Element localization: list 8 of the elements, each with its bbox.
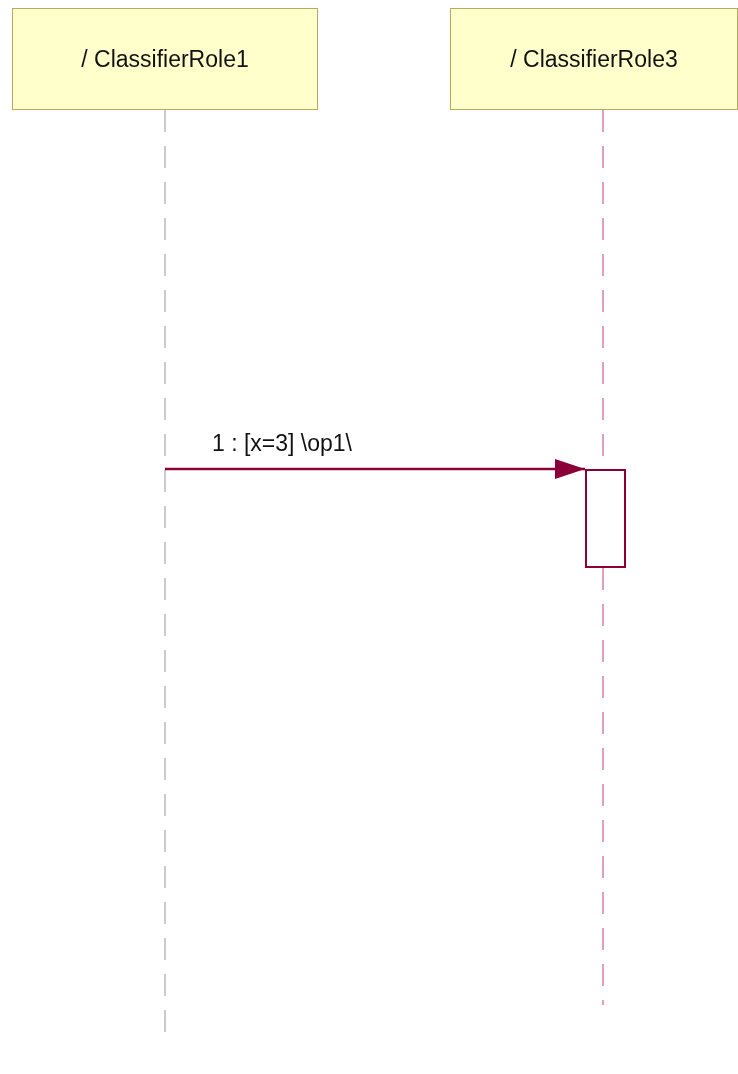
classifier-role-box xyxy=(12,8,318,110)
edge-label: 1 : [x=3] \op1\ xyxy=(210,430,354,457)
activation-bar xyxy=(585,469,626,568)
role-name: / ClassifierRole1 xyxy=(81,45,249,73)
role-name: / ClassifierRole3 xyxy=(510,45,678,73)
message-arrow xyxy=(165,459,585,479)
lifeline xyxy=(602,567,604,1006)
classifier-role-box xyxy=(450,8,738,110)
